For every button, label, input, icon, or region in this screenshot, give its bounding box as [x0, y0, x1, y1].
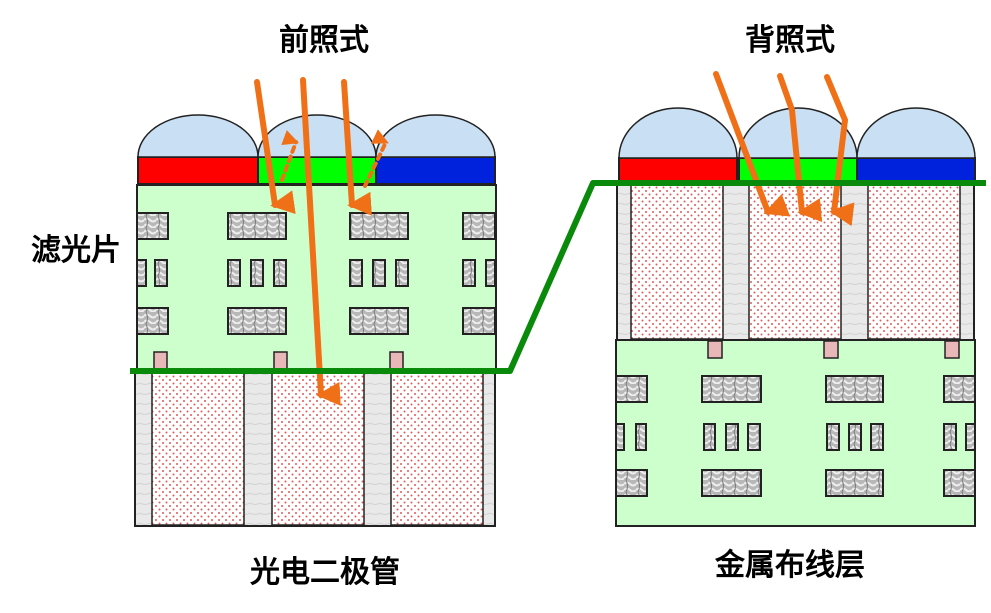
microlens	[375, 114, 496, 158]
back-photodiode-3	[867, 183, 961, 340]
metal-via	[615, 423, 625, 451]
layer-boundary-line	[130, 180, 986, 374]
contact	[944, 340, 960, 359]
front-photodiode-3	[390, 371, 484, 526]
metal-wire	[701, 375, 762, 403]
metal-via	[227, 259, 241, 287]
metal-wire	[615, 375, 648, 403]
metal-via	[703, 423, 716, 451]
metal-via	[485, 259, 496, 287]
back-photodiode-layer	[616, 182, 975, 341]
filter-green	[257, 156, 377, 185]
metal-via	[848, 423, 862, 451]
photodiode-label: 光电二极管	[250, 555, 400, 590]
front-photodiode-layer	[134, 370, 496, 527]
contact	[707, 340, 723, 359]
metal-wire	[462, 212, 496, 240]
metal-wire	[943, 469, 976, 497]
front-light-rays	[254, 77, 389, 406]
filter-label: 滤光片	[31, 233, 121, 268]
back-metal-layer	[615, 339, 976, 527]
metal-via	[725, 423, 739, 451]
metal-wire	[136, 212, 169, 240]
back-illuminated-title: 背照式	[745, 23, 835, 58]
filter-blue	[375, 156, 496, 185]
metal-wire	[227, 307, 287, 335]
metal-wire	[349, 307, 409, 335]
back-microlenses	[618, 107, 976, 159]
microlens	[618, 107, 738, 159]
filter-blue	[856, 157, 976, 182]
back-dielectric	[615, 339, 976, 527]
metal-via	[372, 259, 386, 287]
microlens	[137, 114, 259, 158]
reflected-ray-arrow	[280, 130, 300, 182]
light-ray-arrow	[300, 77, 341, 406]
metal-via	[273, 259, 287, 287]
metal-via	[870, 423, 884, 451]
metal-wire	[825, 469, 884, 497]
metal-via	[462, 259, 476, 287]
metal-wire	[825, 375, 884, 403]
metal-wire	[701, 469, 762, 497]
metal-via	[136, 259, 147, 287]
metal-via	[395, 259, 409, 287]
metal-via	[349, 259, 363, 287]
light-ray-arrow	[254, 79, 296, 215]
contact	[389, 351, 404, 370]
metal-via	[826, 423, 840, 451]
metal-via	[635, 423, 647, 451]
contact	[823, 340, 839, 359]
metal-via	[154, 259, 168, 287]
metal-wire	[227, 212, 287, 240]
contact	[273, 351, 288, 370]
microlens	[738, 107, 858, 159]
metal-wire	[462, 307, 496, 335]
back-illuminated-sensor	[615, 71, 976, 527]
light-ray-arrow	[777, 73, 823, 223]
contact	[153, 351, 168, 370]
back-photodiode-1	[630, 183, 724, 340]
microlens	[856, 107, 976, 159]
front-illuminated-sensor	[134, 77, 497, 527]
front-photodiode-1	[151, 371, 245, 526]
reflected-ray-arrow	[363, 129, 389, 188]
metal-wire	[615, 469, 648, 497]
back-photodiode-2	[748, 183, 842, 340]
metal-wire	[943, 375, 976, 403]
metal-via	[747, 423, 761, 451]
metal-wire	[136, 307, 169, 335]
microlens	[257, 114, 377, 158]
metal-via	[943, 423, 957, 451]
metal-wire	[349, 212, 409, 240]
front-color-filter	[137, 156, 496, 185]
filter-red	[618, 157, 738, 182]
front-illuminated-title: 前照式	[279, 23, 369, 58]
metal-via	[965, 423, 976, 451]
metal-layer-label: 金属布线层	[714, 548, 865, 583]
light-ray-arrow	[341, 79, 372, 216]
front-microlenses	[137, 114, 496, 158]
metal-via	[250, 259, 264, 287]
filter-red	[137, 156, 259, 185]
light-ray-arrow	[713, 71, 791, 217]
